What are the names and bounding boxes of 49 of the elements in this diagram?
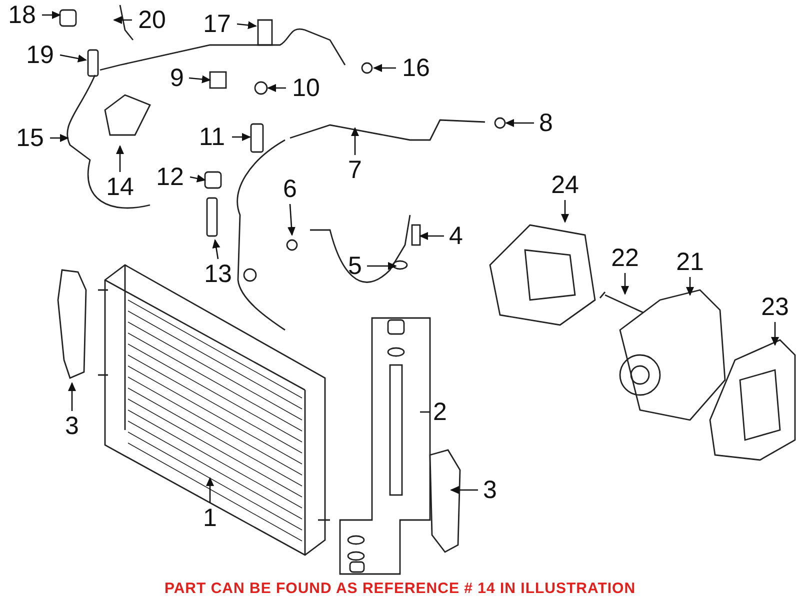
leader-line [686, 277, 694, 296]
leader-line [68, 382, 76, 411]
leader-line [561, 200, 569, 223]
leader-line [190, 174, 206, 182]
callout-number: 10 [292, 75, 320, 101]
callout-number: 1 [203, 505, 217, 531]
leader-line [116, 145, 124, 172]
leader-line [267, 84, 286, 92]
callout-number: 19 [26, 42, 54, 68]
leader-line [60, 54, 87, 62]
leader-line [188, 75, 211, 84]
callout-number: 3 [65, 413, 79, 439]
callout-number: 2 [433, 399, 447, 425]
callout-number: 21 [676, 249, 704, 275]
callout-number: 8 [539, 110, 553, 136]
leader-line [232, 133, 251, 141]
callout-number: 11 [199, 124, 225, 150]
callout-number: 12 [156, 164, 184, 190]
leader-line [621, 273, 629, 295]
callout-number: 17 [203, 11, 231, 37]
callout-number: 16 [402, 55, 430, 81]
callout-number: 9 [170, 65, 184, 91]
leader-line [288, 204, 296, 236]
leader-line [367, 262, 397, 270]
callout-number: 23 [761, 294, 789, 320]
callout-number: 5 [348, 253, 362, 279]
callout-number: 24 [551, 172, 579, 198]
leader-line [50, 134, 69, 142]
callout-number: 22 [611, 245, 639, 271]
callout-number: 7 [348, 157, 362, 183]
callout-number: 4 [449, 223, 463, 249]
callout-number: 18 [8, 2, 36, 28]
callout-number: 14 [106, 174, 134, 200]
leader-line [42, 11, 61, 19]
callout-number: 13 [204, 261, 232, 287]
leader-line [505, 119, 534, 127]
callout-number: 3 [483, 477, 497, 503]
callout-number: 20 [138, 7, 166, 33]
leader-line [113, 16, 132, 24]
callout-number: 6 [283, 176, 297, 202]
callout-number: 15 [16, 125, 44, 151]
leader-line [351, 127, 359, 155]
leader-line [236, 21, 257, 30]
leader-line [212, 239, 220, 260]
leader-line [206, 477, 214, 503]
leader-line [419, 232, 444, 240]
leader-line [373, 64, 396, 72]
leader-line [450, 486, 478, 494]
leader-line [771, 322, 779, 346]
